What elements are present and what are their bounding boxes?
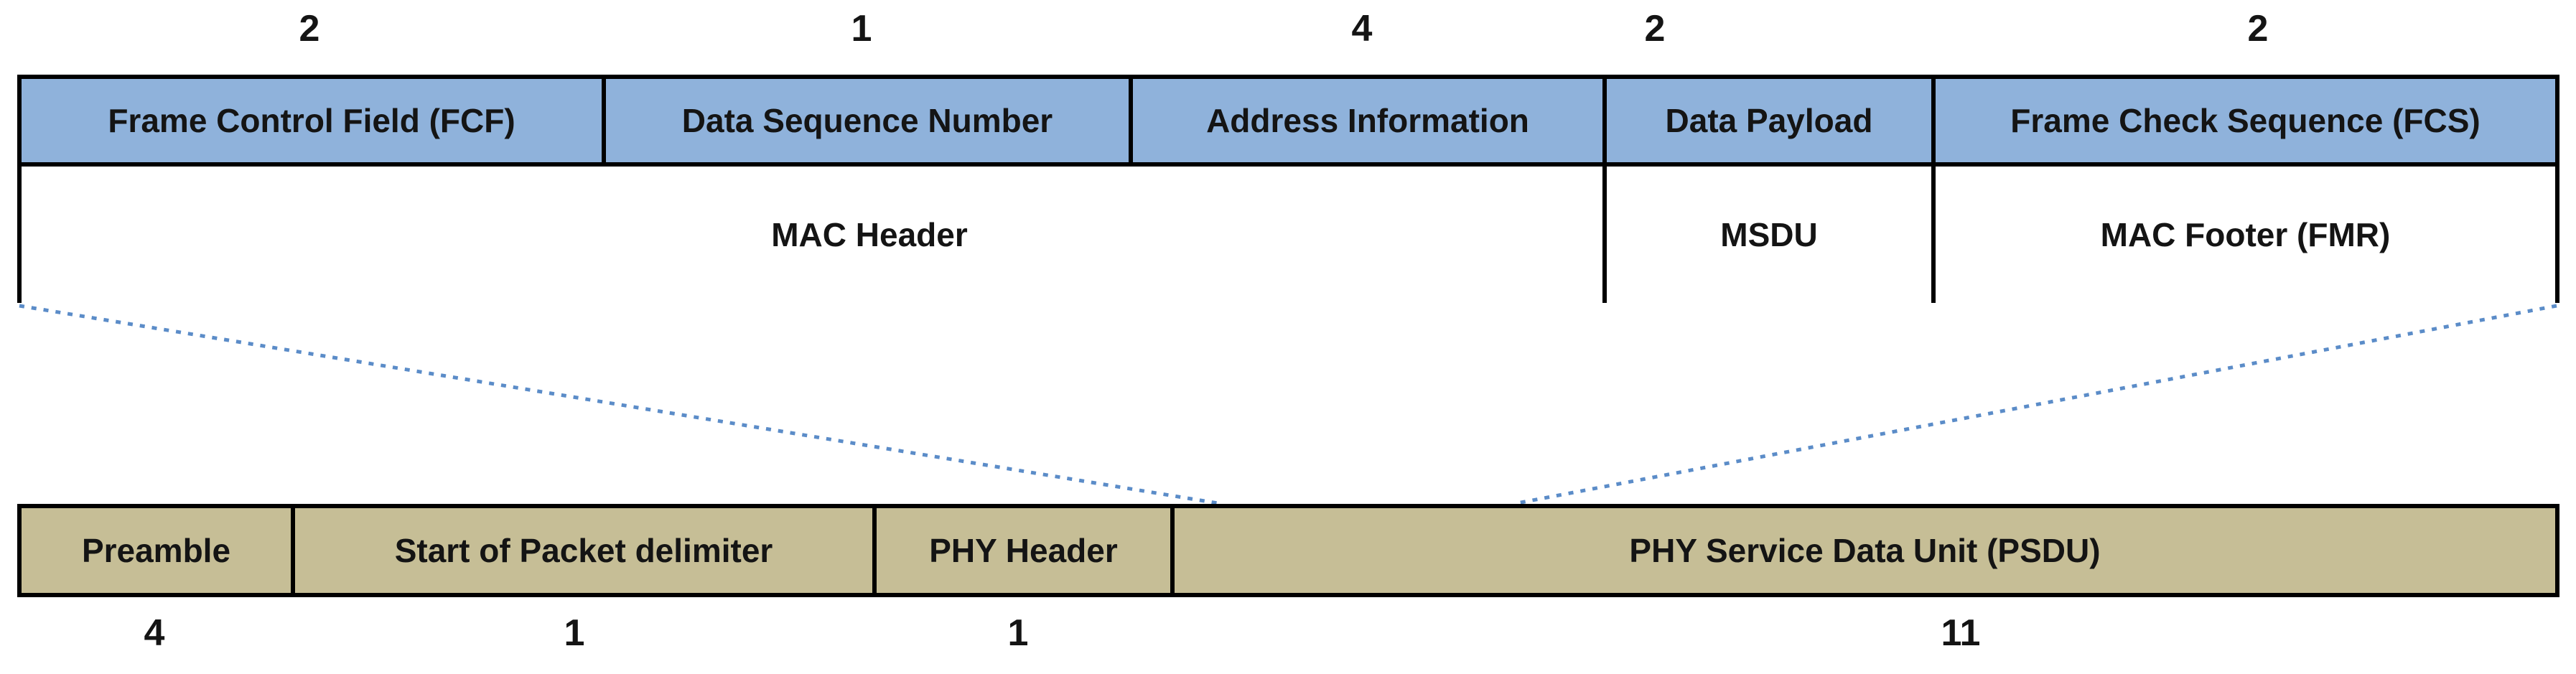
mac-field-data-payload: Data Payload — [1607, 79, 1936, 162]
connector-line-left — [19, 304, 1223, 506]
mac-field-data-sequence: Data Sequence Number — [606, 79, 1133, 162]
mac-field-frame-control: Frame Control Field (FCF) — [22, 79, 606, 162]
phy-field-sfd: Start of Packet delimiter — [295, 508, 877, 593]
phy-field-preamble: Preamble — [22, 508, 295, 593]
phy-packet-row: Preamble Start of Packet delimiter PHY H… — [17, 504, 2559, 597]
phy-field-psdu: PHY Service Data Unit (PSDU) — [1629, 532, 2101, 569]
mac-group-footer: MAC Footer (FMR) — [2100, 216, 2391, 253]
mac-byte-count-fcf: 2 — [299, 8, 320, 50]
phy-byte-count-preamble: 4 — [144, 612, 165, 654]
connector-line-right — [1513, 304, 2557, 506]
phy-byte-count-sfd: 1 — [564, 612, 585, 654]
mac-byte-count-payload: 2 — [1644, 8, 1666, 50]
mac-group-header: MAC Header — [22, 167, 1607, 303]
phy-byte-count-psdu: 11 — [1941, 612, 1981, 654]
mac-byte-count-fcs: 2 — [2247, 8, 2269, 50]
mac-field-frame-check: Frame Check Sequence (FCS) — [2010, 102, 2481, 139]
mac-field-address-information: Address Information — [1133, 79, 1607, 162]
mac-frame-group-row: MAC Header MSDU MAC Footer (FMR) — [17, 167, 2559, 303]
mac-byte-count-dsn: 1 — [851, 8, 872, 50]
mac-frame-field-row: Frame Control Field (FCF) Data Sequence … — [17, 75, 2559, 167]
mac-group-msdu: MSDU — [1607, 167, 1936, 303]
phy-field-phy-header: PHY Header — [877, 508, 1175, 593]
mac-byte-count-address: 4 — [1351, 8, 1373, 50]
phy-byte-count-phy-header: 1 — [1007, 612, 1029, 654]
